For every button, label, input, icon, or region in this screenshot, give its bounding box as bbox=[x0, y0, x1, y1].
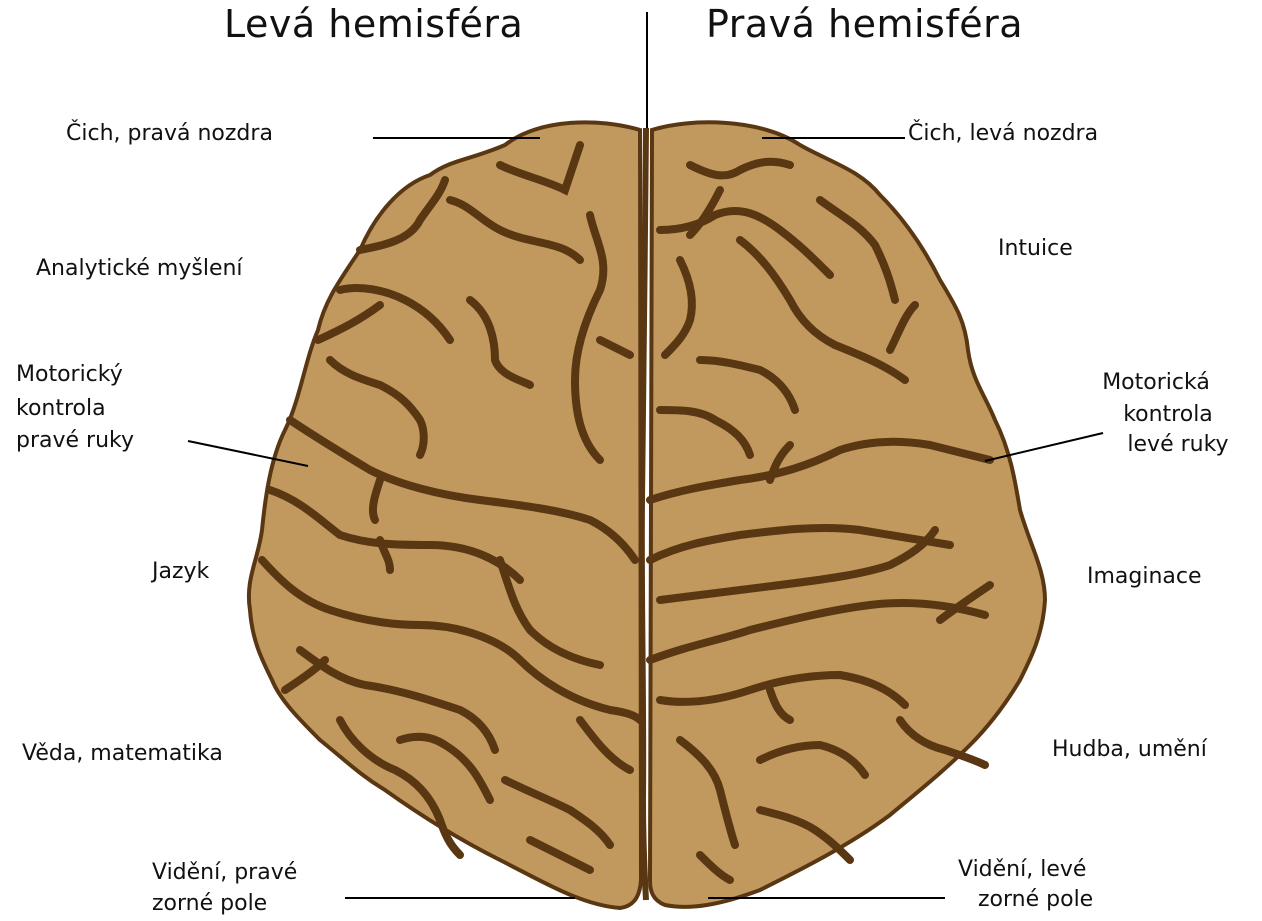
label-motor-left-hand-line1: Motorická bbox=[1086, 366, 1226, 400]
label-motor-right-hand-line3: pravé ruky bbox=[16, 424, 134, 458]
label-motor-right-hand-line1: Motorický bbox=[16, 358, 123, 392]
right-hemisphere-title: Pravá hemisféra bbox=[706, 2, 1023, 46]
label-vision-left-field-line1: Vidění, levé bbox=[958, 853, 1086, 887]
label-motor-left-hand-line2: kontrola bbox=[1098, 398, 1238, 432]
label-smell-right-nostril: Čich, pravá nozdra bbox=[66, 117, 273, 151]
label-vision-left-field-line2: zorné pole bbox=[978, 883, 1093, 917]
label-science-math: Věda, matematika bbox=[22, 737, 223, 771]
label-vision-right-field-line1: Vidění, pravé bbox=[152, 856, 297, 890]
label-motor-right-hand-line2: kontrola bbox=[16, 392, 106, 426]
label-imagination: Imaginace bbox=[1087, 560, 1202, 594]
label-smell-left-nostril: Čich, levá nozdra bbox=[908, 117, 1098, 151]
label-intuition: Intuice bbox=[998, 232, 1073, 266]
label-motor-left-hand-line3: levé ruky bbox=[1108, 428, 1248, 462]
label-language: Jazyk bbox=[152, 555, 209, 589]
label-analytic-thinking: Analytické myšlení bbox=[36, 252, 243, 286]
longitudinal-fissure bbox=[642, 128, 646, 900]
left-hemisphere-title: Levá hemisféra bbox=[224, 2, 523, 46]
label-music-art: Hudba, umění bbox=[1052, 733, 1207, 767]
label-vision-right-field-line2: zorné pole bbox=[152, 887, 267, 921]
right-hemisphere bbox=[650, 122, 1045, 907]
